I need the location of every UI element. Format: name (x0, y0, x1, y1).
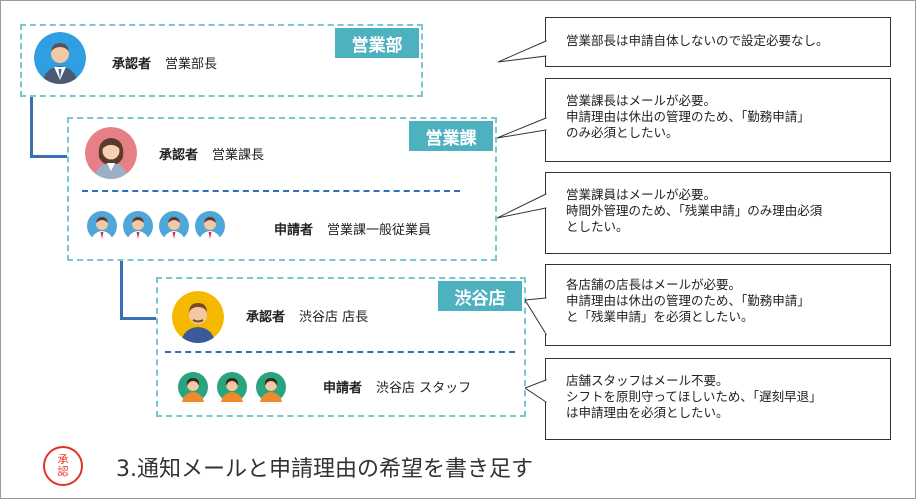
applicant-name: 渋谷店 スタッフ (376, 381, 472, 396)
staff-avatars (178, 371, 288, 405)
manager-female-avatar (85, 127, 137, 179)
callout-pointer (525, 379, 547, 403)
approver-label: 承認者営業部長 (112, 53, 217, 72)
callout-pointer (497, 193, 547, 219)
approval-seal-icon: 承 認 (43, 446, 83, 486)
unit-sales-section: 営業課 承認者営業課長 申請者営業課一般従業員 (67, 117, 497, 261)
callout-pointer (498, 40, 547, 63)
unit-tag: 営業部 (335, 28, 419, 58)
section-divider (165, 351, 515, 353)
approver-role: 承認者 (246, 310, 286, 325)
applicant-name: 営業課一般従業員 (327, 223, 432, 238)
note-text: 店舗スタッフはメール不要。 シフトを原則守ってほしいため、「遅刻早退」 は申請理… (545, 358, 891, 440)
approver-name: 営業部長 (165, 57, 218, 72)
section-divider (82, 190, 460, 192)
callout-pointer (497, 117, 547, 139)
applicant-role: 申請者 (274, 223, 314, 238)
callout-note: 営業課長はメールが必要。 申請理由は休出の管理のため、「勤務申請」 のみ必須とし… (545, 78, 891, 162)
approver-name: 渋谷店 店長 (299, 310, 369, 325)
note-text: 営業課長はメールが必要。 申請理由は休出の管理のため、「勤務申請」 のみ必須とし… (545, 78, 891, 162)
store-manager-avatar (172, 291, 224, 343)
callout-note: 各店舗の店長はメールが必要。 申請理由は休出の管理のため、「勤務申請」 と「残業… (545, 264, 891, 346)
employee-avatars (87, 210, 227, 244)
note-text: 営業課員はメールが必要。 時間外管理のため、「残業申請」のみ理由必須 としたい。 (545, 172, 891, 254)
step-title: 3.通知メールと申請理由の希望を書き足す (116, 457, 533, 482)
approver-label: 承認者営業課長 (159, 144, 264, 163)
approver-role: 承認者 (159, 148, 199, 163)
unit-tag: 営業課 (409, 121, 493, 151)
manager-male-avatar (34, 32, 86, 84)
applicant-label: 申請者渋谷店 スタッフ (323, 377, 471, 396)
callout-note: 営業課員はメールが必要。 時間外管理のため、「残業申請」のみ理由必須 としたい。 (545, 172, 891, 254)
note-text: 各店舗の店長はメールが必要。 申請理由は休出の管理のため、「勤務申請」 と「残業… (545, 264, 891, 346)
unit-sales-dept: 営業部 承認者営業部長 (20, 24, 423, 97)
hierarchy-connector (120, 259, 159, 320)
approver-role: 承認者 (112, 57, 152, 72)
applicant-label: 申請者営業課一般従業員 (274, 219, 431, 238)
note-text: 営業部長は申請自体しないので設定必要なし。 (545, 17, 891, 67)
unit-tag: 渋谷店 (438, 281, 522, 311)
callout-pointer (525, 297, 547, 336)
approver-name: 営業課長 (212, 148, 265, 163)
callout-note: 店舗スタッフはメール不要。 シフトを原則守ってほしいため、「遅刻早退」 は申請理… (545, 358, 891, 440)
callout-note: 営業部長は申請自体しないので設定必要なし。 (545, 17, 891, 67)
unit-shibuya-store: 渋谷店 承認者渋谷店 店長 申請者渋谷店 スタッフ (156, 277, 526, 417)
hierarchy-connector (30, 97, 70, 158)
seal-char: 認 (57, 465, 69, 478)
seal-char: 承 (57, 453, 69, 466)
applicant-role: 申請者 (323, 381, 363, 396)
approver-label: 承認者渋谷店 店長 (246, 306, 368, 325)
